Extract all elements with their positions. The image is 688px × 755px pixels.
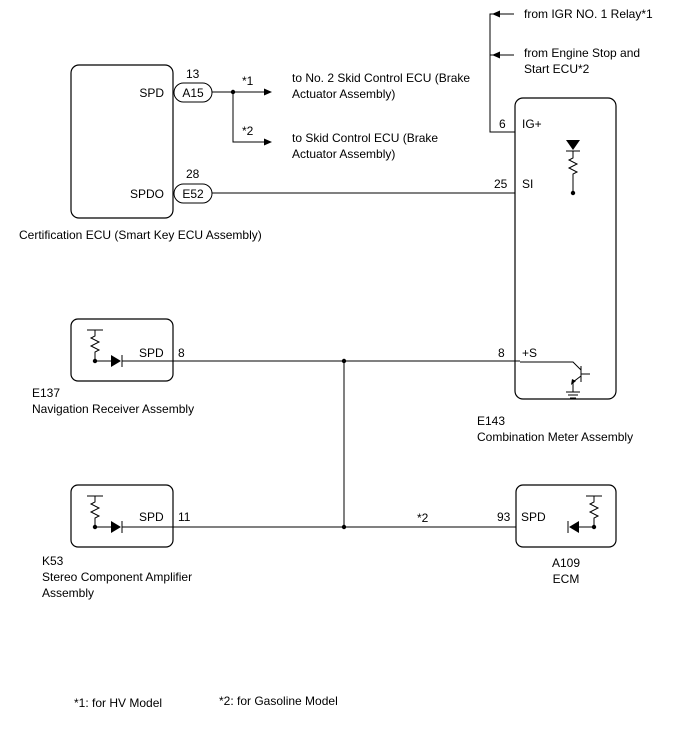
to-no2-skid-line2: Actuator Assembly) — [292, 87, 395, 101]
arrow-from-engine-stop — [492, 51, 500, 59]
note-star1: *1 — [242, 74, 254, 88]
pin-number-28: 28 — [186, 167, 200, 181]
meter-ig-plus: IG+ — [522, 117, 542, 131]
cert-ecu-spdo-pin: SPDO — [130, 187, 164, 201]
meter-si: SI — [522, 177, 533, 191]
combination-meter-box — [514, 97, 617, 400]
meter-pin-6: 6 — [499, 117, 506, 131]
arrow-to-no2-skid — [264, 88, 272, 96]
to-no2-skid-line1: to No. 2 Skid Control ECU (Brake — [292, 71, 470, 85]
meter-label: Combination Meter Assembly — [477, 430, 633, 444]
nav-pullup-resistor-icon — [87, 329, 103, 361]
cert-ecu-spd-pin: SPD — [139, 86, 164, 100]
amp-label-line2: Assembly — [42, 586, 94, 600]
from-igr-relay: from IGR NO. 1 Relay*1 — [524, 7, 653, 21]
ecm-spd-pin: SPD — [521, 510, 546, 524]
pin-number-13: 13 — [186, 67, 200, 81]
arrow-to-skid — [264, 138, 272, 146]
footnote-gasoline-model: *2: for Gasoline Model — [219, 694, 338, 708]
amp-pullup-resistor-icon — [87, 495, 103, 527]
certification-ecu-label: Certification ECU (Smart Key ECU Assembl… — [19, 228, 262, 242]
amp-pin-11: 11 — [178, 510, 191, 524]
nav-spd-pin: SPD — [139, 346, 164, 360]
note-star2: *2 — [242, 124, 254, 138]
wire-spd-to-skid — [232, 92, 264, 143]
to-skid-line2: Actuator Assembly) — [292, 147, 395, 161]
junction-si — [570, 190, 576, 196]
ecm-box — [515, 484, 617, 548]
stereo-amplifier-box — [70, 484, 174, 548]
to-skid-line1: to Skid Control ECU (Brake — [292, 131, 438, 145]
navigation-receiver-box — [70, 318, 174, 382]
from-engine-stop-line2: Start ECU*2 — [524, 62, 590, 76]
ecm-pin-93: 93 — [497, 510, 511, 524]
ecm-pullup-resistor-icon — [586, 495, 602, 527]
footnote-hv-model: *1: for HV Model — [74, 696, 162, 710]
ecm-label: ECM — [553, 572, 580, 586]
ecm-wire-note: *2 — [417, 511, 429, 525]
connector-e52-label: E52 — [182, 187, 204, 201]
connector-a15-label: A15 — [182, 86, 204, 100]
nav-label: Navigation Receiver Assembly — [32, 402, 194, 416]
meter-code: E143 — [477, 414, 505, 428]
meter-pin-25: 25 — [494, 177, 508, 191]
meter-pin-8: 8 — [498, 346, 505, 360]
ecm-diode-icon — [567, 521, 579, 533]
ecm-code: A109 — [552, 556, 580, 570]
meter-resistor-icon — [567, 151, 579, 193]
nav-code: E137 — [32, 386, 60, 400]
arrow-from-igr — [492, 10, 500, 18]
certification-ecu-box — [70, 64, 174, 219]
from-engine-stop-line1: from Engine Stop and — [524, 46, 640, 60]
nav-pin-8: 8 — [178, 346, 185, 360]
amp-spd-pin: SPD — [139, 510, 164, 524]
meter-transistor-icon — [520, 361, 590, 399]
meter-plus-s: +S — [522, 346, 537, 360]
amp-label-line1: Stereo Component Amplifier — [42, 570, 192, 584]
amp-code: K53 — [42, 554, 64, 568]
